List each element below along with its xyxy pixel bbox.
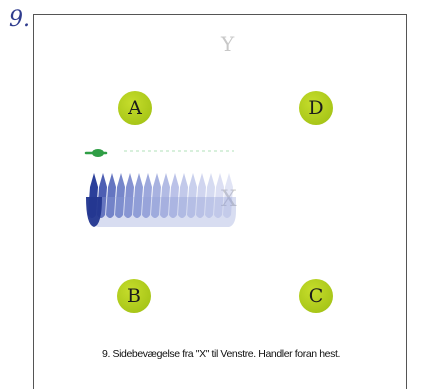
horse-silhouette [133, 173, 143, 218]
rider-track [84, 149, 242, 157]
marker-a: A [118, 91, 152, 125]
axis-label-x: X [221, 187, 237, 212]
horse-silhouette [223, 173, 233, 218]
marker-c: C [299, 279, 333, 313]
horse-leading-body [86, 197, 102, 227]
axis-label-y: Y [221, 32, 235, 56]
arena-frame: Y X A D B C [33, 14, 407, 389]
horse-silhouette [169, 173, 179, 218]
horse-silhouette [196, 173, 206, 218]
diagram-caption: 9. Sidebevægelse fra "X" til Venstre. Ha… [102, 348, 340, 360]
horse-silhouette [115, 173, 125, 218]
sidestep-figure [84, 149, 242, 227]
horse-silhouettes [86, 173, 236, 227]
step-number: 9. [9, 7, 30, 32]
horse-silhouette [160, 173, 170, 218]
horse-silhouette [124, 173, 134, 218]
horse-silhouette [187, 173, 197, 218]
horse-silhouette [106, 173, 116, 218]
horse-silhouette [205, 173, 215, 218]
horse-silhouette [142, 173, 152, 218]
marker-d: D [299, 91, 333, 125]
marker-b: B [117, 279, 151, 313]
horse-body-base [86, 197, 236, 227]
horse-silhouette [151, 173, 161, 218]
horse-silhouette [178, 173, 188, 218]
horse-silhouette [214, 173, 224, 218]
